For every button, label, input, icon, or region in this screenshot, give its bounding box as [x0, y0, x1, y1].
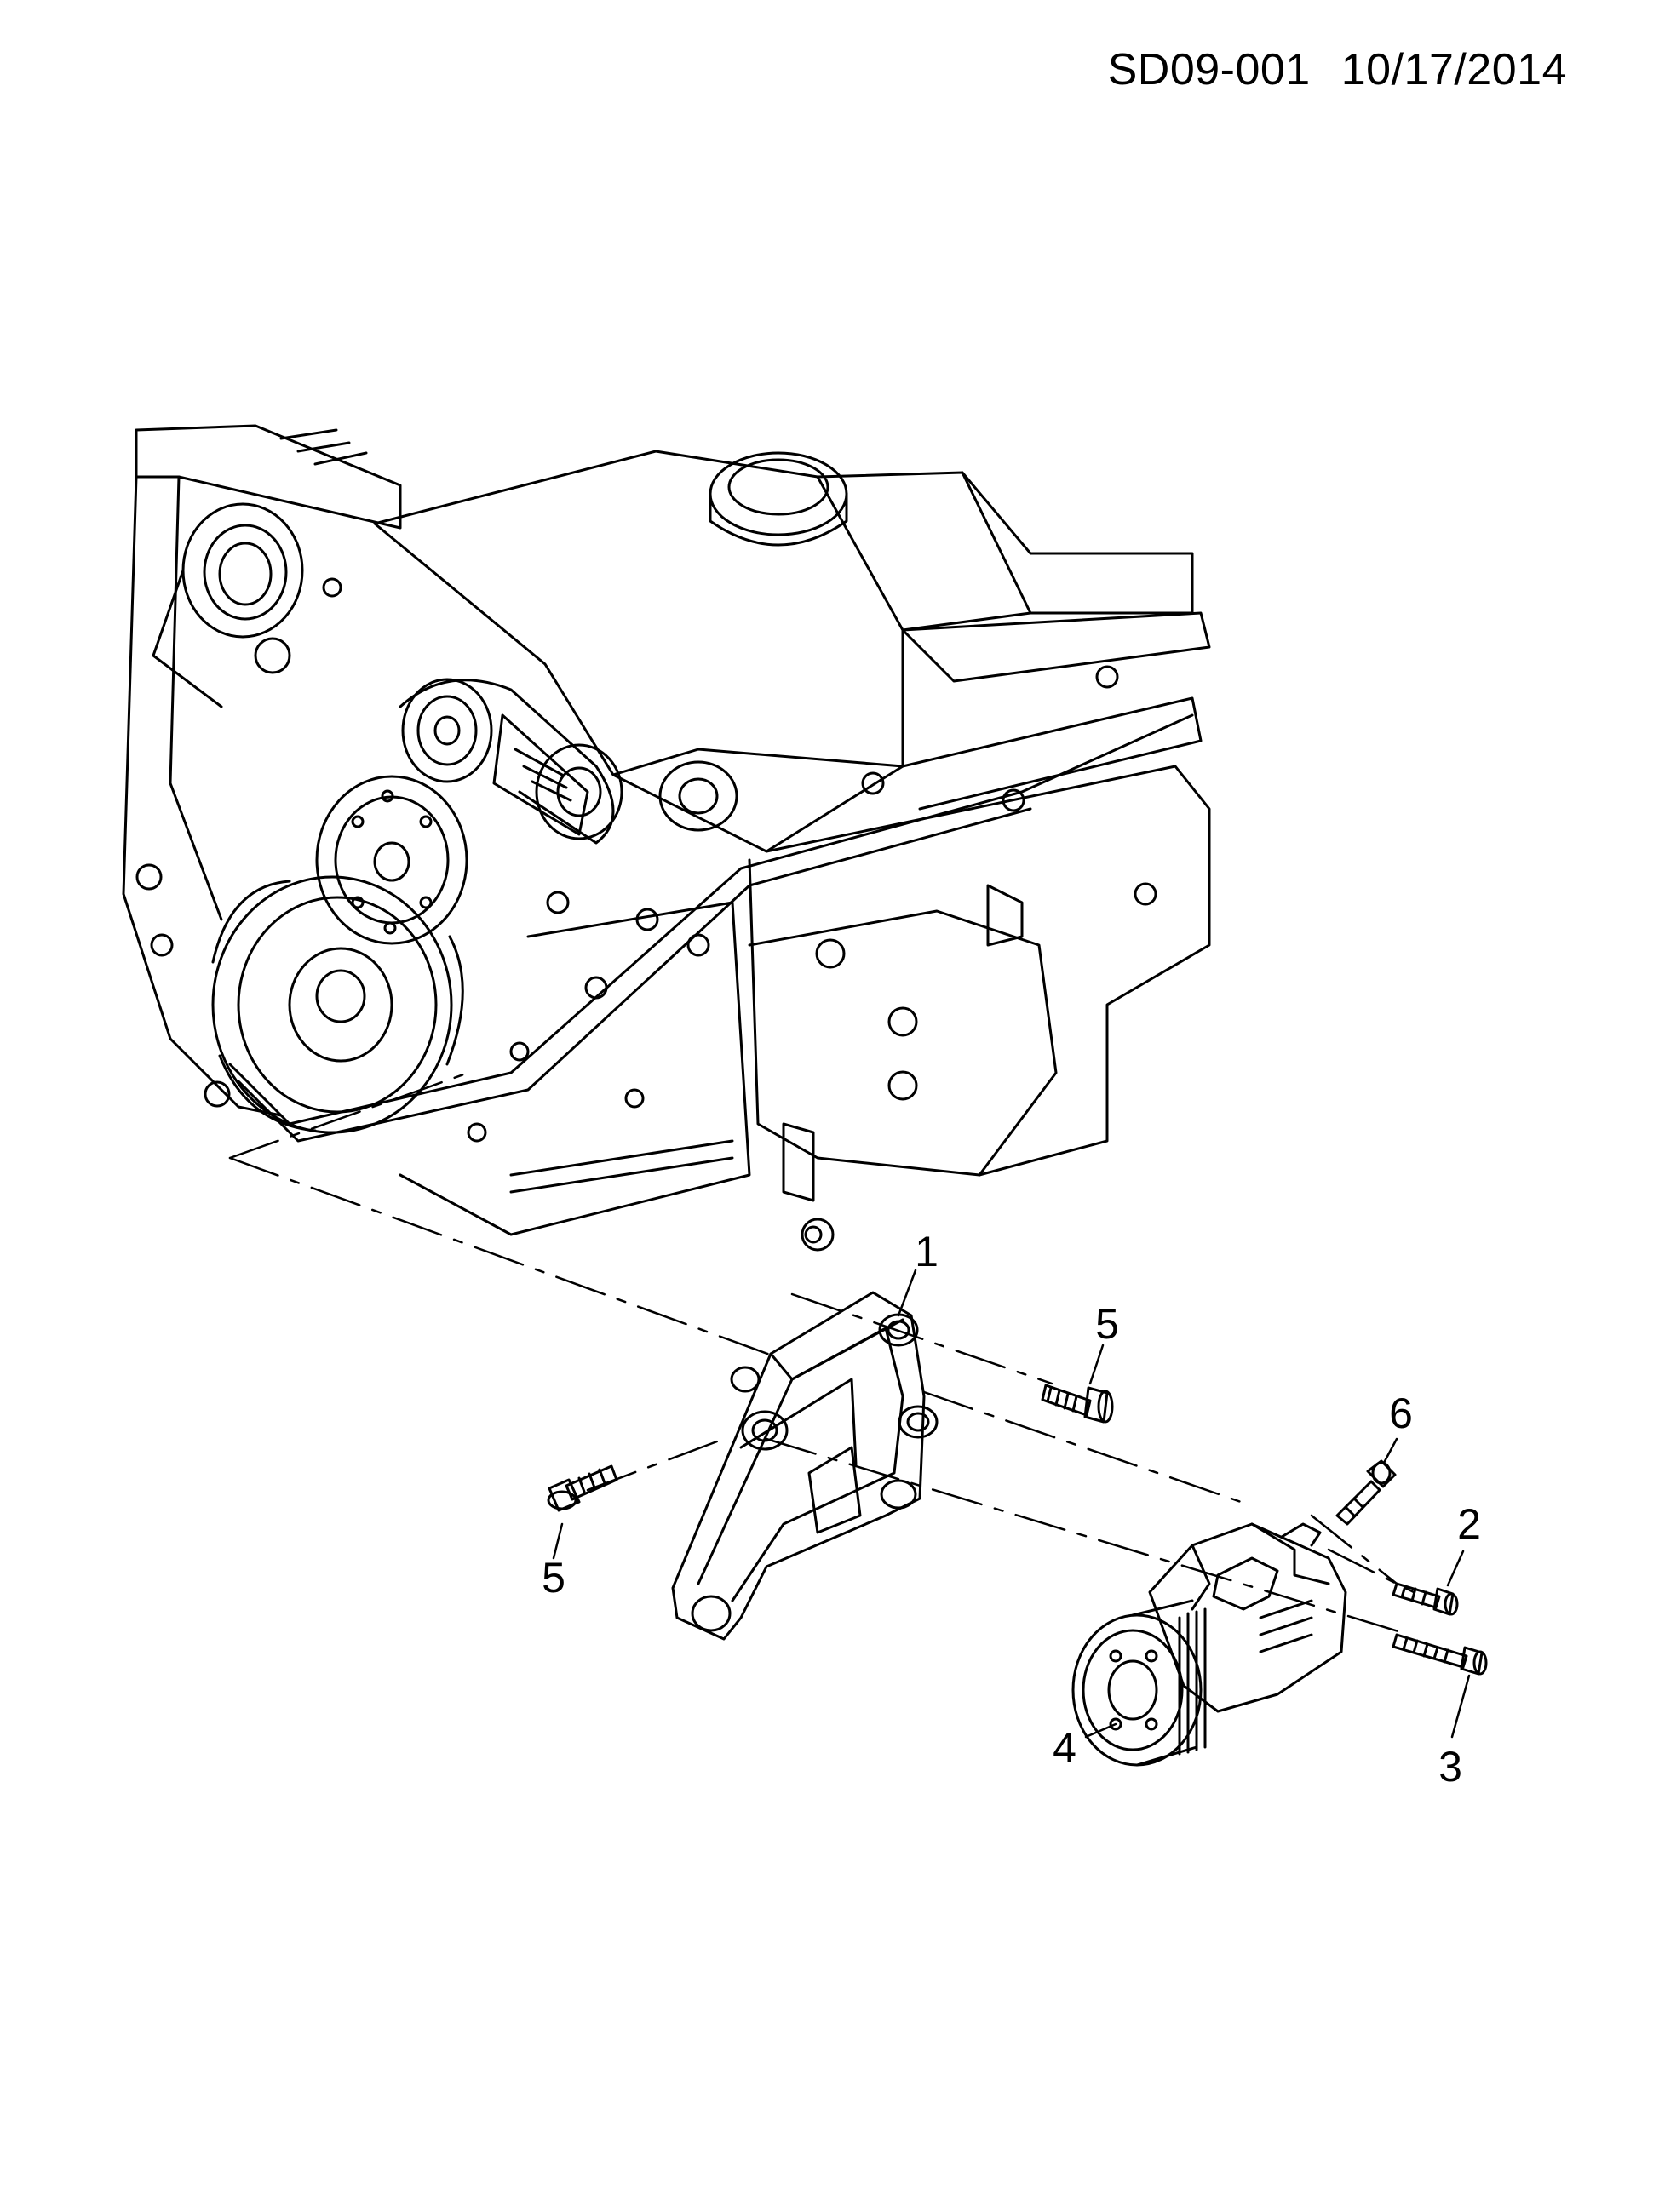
bolt-top-6: [1335, 1459, 1397, 1526]
ac-compressor: [1071, 1522, 1347, 1767]
engine-assembly: [122, 424, 1211, 1252]
callout-1: 1: [915, 1228, 939, 1275]
compressor-mounting-bracket: [671, 1291, 939, 1641]
bolt-upper-5: [1041, 1384, 1114, 1424]
bolt-left-5: [547, 1464, 618, 1512]
callout-6: 6: [1389, 1390, 1413, 1437]
diagram-date: 10/17/2014: [1340, 45, 1567, 95]
callout-4: 4: [1053, 1724, 1076, 1772]
diagram-code: SD09-001: [1107, 45, 1311, 95]
callout-2: 2: [1457, 1500, 1481, 1548]
callout-3: 3: [1438, 1743, 1462, 1791]
callout-5-upper: 5: [1095, 1300, 1119, 1348]
assembly-lines: [228, 1071, 1415, 1636]
callout-5-left: 5: [542, 1554, 565, 1602]
document-header: SD09-001 10/17/2014: [1108, 44, 1567, 95]
bolt-upper-right-2: [1392, 1582, 1459, 1616]
callout-leaders: [552, 1269, 1471, 1739]
bolt-lower-right-3: [1392, 1633, 1488, 1676]
